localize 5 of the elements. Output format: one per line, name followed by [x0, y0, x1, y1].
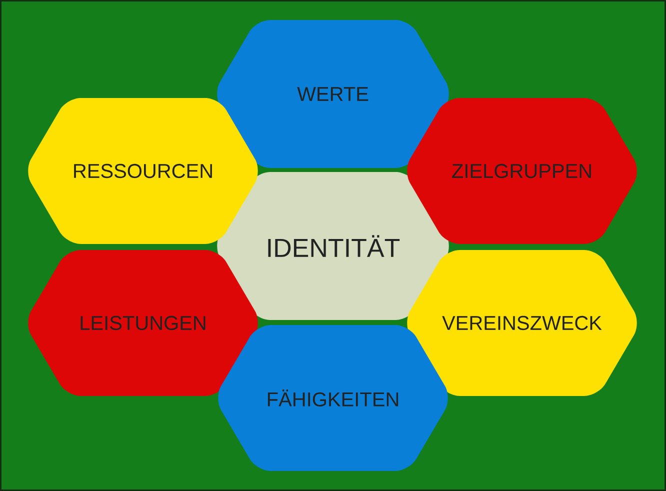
hexagon: VEREINSZWECK	[407, 250, 637, 396]
hexagon: LEISTUNGEN	[28, 250, 258, 396]
hexagon: WERTE	[217, 20, 449, 168]
hexagon: RESSOURCEN	[28, 98, 258, 244]
hexagon: ZIELGRUPPEN	[407, 98, 637, 244]
